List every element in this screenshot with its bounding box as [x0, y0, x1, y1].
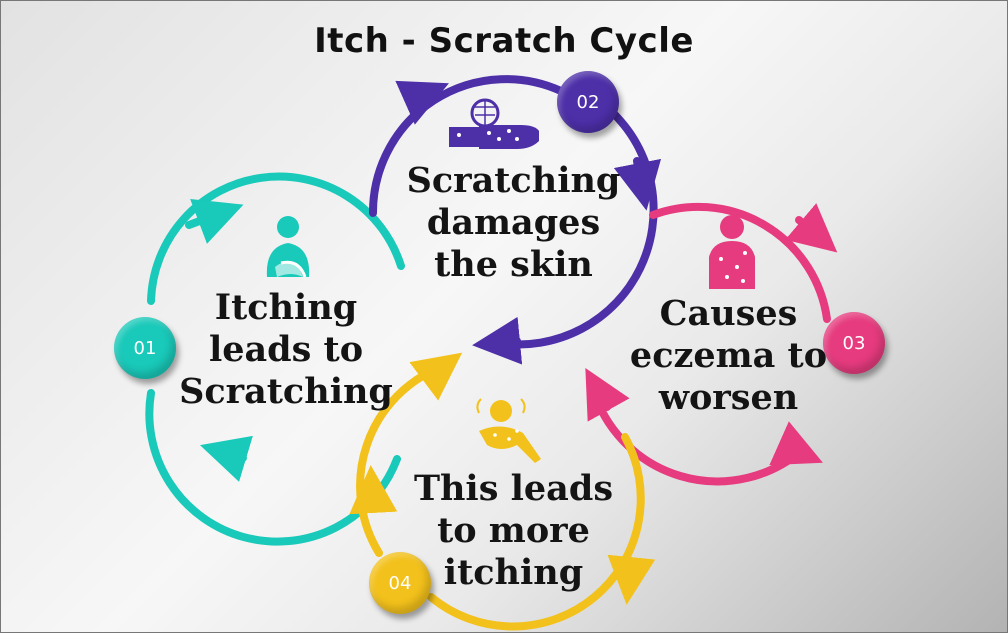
step-04-label: This leads to more itching [391, 468, 636, 594]
rash-body-icon [709, 215, 755, 289]
cycle-ring-03 [585, 202, 838, 486]
step-01-label: Itching leads to Scratching [161, 287, 411, 413]
arrow-head-04b [349, 465, 398, 515]
step-01-line-1: Itching [214, 287, 358, 328]
step-03-line-2: eczema to [629, 335, 828, 376]
cycle-ring-04 [349, 352, 656, 631]
step-02-line-3: the skin [434, 244, 593, 285]
step-02-label: Scratching damages the skin [396, 160, 631, 286]
step-03-badge: 03 [823, 312, 885, 374]
step-03-line-1: Causes [659, 293, 798, 334]
arrow-head-02b [613, 157, 662, 211]
itchy-person-icon [476, 398, 541, 463]
person-scratching-icon [266, 216, 310, 278]
arrow-head-03b [769, 421, 823, 466]
step-03-label: Causes eczema to worsen [611, 293, 846, 419]
step-02-line-1: Scratching [406, 160, 621, 201]
step-02-line-2: damages [426, 202, 601, 243]
arrow-head-03a [785, 203, 838, 253]
step-04-line-3: itching [443, 552, 584, 593]
arrow-head-04a [409, 352, 463, 401]
step-04-line-1: This leads [413, 468, 614, 509]
arrow-head-04c [607, 554, 656, 605]
skin-damage-icon [449, 98, 539, 149]
step-01-line-3: Scratching [179, 371, 393, 412]
diagram-title: Itch - Scratch Cycle [314, 21, 694, 61]
arrow-head-02c [472, 316, 523, 365]
step-03-line-3: worsen [658, 377, 799, 418]
arrow-head-01b [200, 435, 253, 482]
step-01-line-2: leads to [208, 329, 364, 370]
step-01-badge: 01 [114, 317, 176, 379]
step-02-badge: 02 [557, 71, 619, 133]
arrow-head-02a [395, 80, 449, 125]
step-04-badge: 04 [369, 552, 431, 614]
arrow-head-01a [185, 198, 244, 244]
cycle-ring-02 [368, 75, 662, 365]
step-04-line-2: to more [437, 510, 590, 551]
arrow-head-03c [585, 368, 630, 422]
